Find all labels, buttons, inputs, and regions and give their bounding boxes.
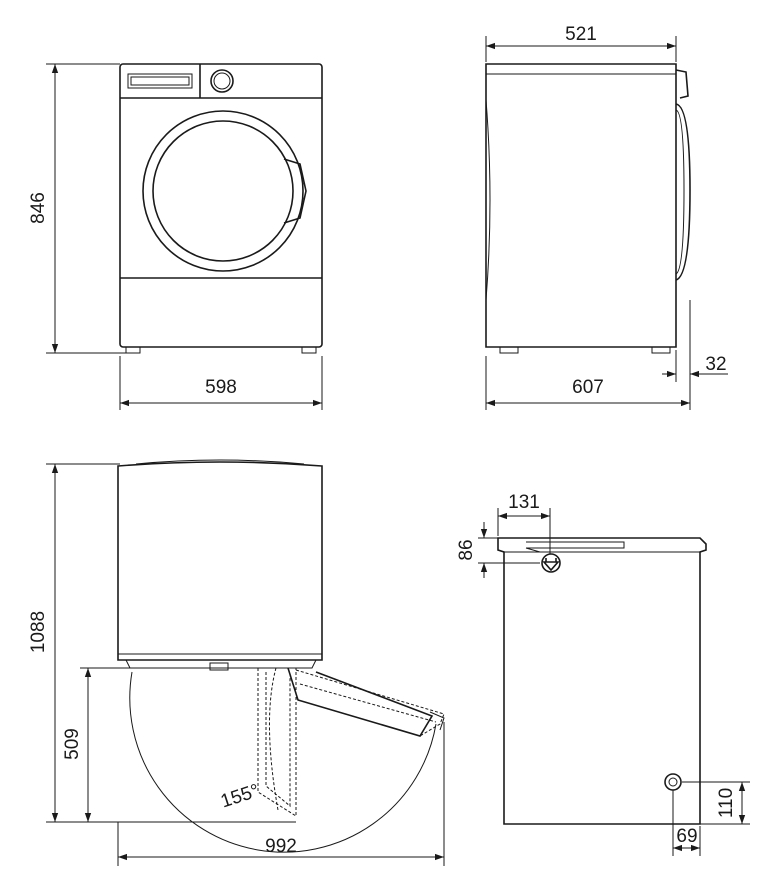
dim-side-door-protrusion: 32 xyxy=(705,354,726,375)
top-open-height-dimension: 1088 xyxy=(28,463,296,823)
door-swing-arc xyxy=(129,671,437,853)
drain-outlet-icon xyxy=(664,773,682,791)
dim-door-angle: 155° xyxy=(218,780,262,812)
dim-rear-socket-x: 131 xyxy=(508,492,540,513)
dim-rear-drain-offset: 69 xyxy=(676,826,697,847)
power-plug-icon xyxy=(541,553,561,573)
dim-top-open-depth: 992 xyxy=(265,836,297,857)
detergent-drawer xyxy=(127,73,193,89)
rear-socket-y-dimension: 86 xyxy=(456,522,540,578)
rear-socket-x-dimension: 131 xyxy=(497,492,551,554)
front-width-dimension: 598 xyxy=(119,356,323,410)
side-foot-front xyxy=(651,346,671,354)
dim-top-hinge-depth: 509 xyxy=(62,728,83,760)
dim-side-total-depth: 607 xyxy=(572,377,604,398)
side-knob xyxy=(675,69,689,99)
rear-drain-offset-dimension: 69 xyxy=(672,790,701,856)
dim-front-width: 598 xyxy=(205,377,237,398)
door-outer-ring xyxy=(142,110,304,272)
top-open-depth-dimension: 992 xyxy=(117,722,445,866)
side-top-depth-dimension: 521 xyxy=(485,24,677,62)
foot-left xyxy=(125,346,141,354)
side-door-profile xyxy=(675,103,691,281)
dim-side-top-depth: 521 xyxy=(565,24,597,45)
rear-drain-height-dimension: 110 xyxy=(682,781,750,825)
foot-right xyxy=(301,346,317,354)
rear-view xyxy=(497,537,707,825)
top-door-latch xyxy=(209,662,229,671)
top-hinge-depth-dimension: 509 xyxy=(62,667,130,822)
side-foot-rear xyxy=(499,346,519,354)
side-door-dimension: 32 xyxy=(662,350,728,382)
top-view: 155° xyxy=(117,459,445,853)
side-total-depth-dimension: 607 xyxy=(485,300,691,410)
rear-body xyxy=(497,537,707,825)
dim-top-open-height: 1088 xyxy=(28,611,49,653)
dim-rear-socket-y: 86 xyxy=(456,539,477,560)
front-height-dimension: 846 xyxy=(28,63,126,354)
front-body xyxy=(119,63,323,348)
door-handle xyxy=(283,158,307,224)
door-glass xyxy=(152,120,294,262)
dim-rear-drain-height: 110 xyxy=(716,788,737,818)
door-open-solid xyxy=(287,667,434,737)
top-body xyxy=(117,461,323,661)
program-knob xyxy=(210,69,234,93)
side-view xyxy=(485,63,691,354)
side-body xyxy=(485,63,677,348)
dim-front-height: 846 xyxy=(28,192,49,224)
front-view xyxy=(119,63,323,354)
